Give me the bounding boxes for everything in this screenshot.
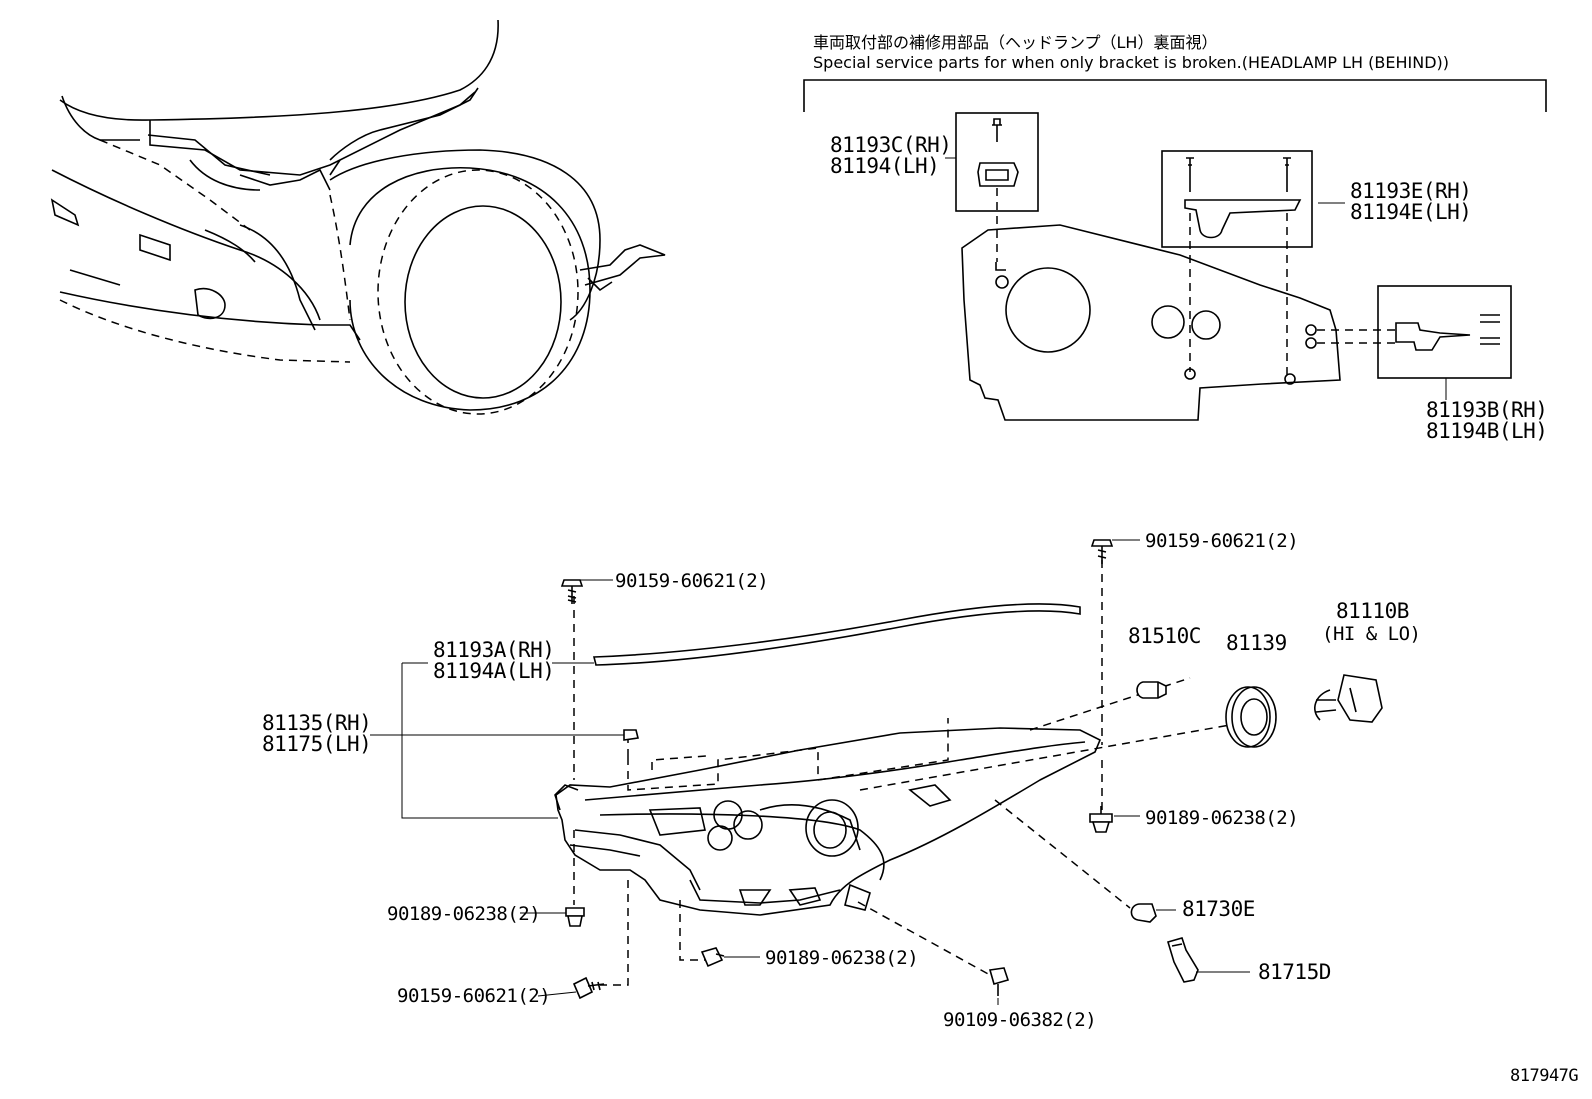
bulb-81715d-icon	[1167, 937, 1199, 983]
bulb-81730e-icon	[1130, 903, 1157, 923]
part-label-81110b-sub: (HI & LO)	[1322, 623, 1421, 645]
part-label-screw-bottom-left: 90159-60621(2)	[397, 985, 551, 1007]
bulb-81510c-icon	[1136, 681, 1167, 699]
screw-fastener-icon	[1090, 539, 1114, 564]
screw-fastener-icon	[572, 976, 605, 1000]
part-label-81730e: 81730E	[1182, 897, 1255, 921]
part-label-81193a-group: 81193A(RH) 81194A(LH)	[433, 638, 555, 683]
vehicle-front-corner-illustration	[50, 19, 666, 415]
screw-fastener-icon	[560, 579, 584, 604]
part-label-81194a-lh: 81194A(LH)	[433, 659, 555, 683]
part-label-81135-group: 81135(RH) 81175(LH)	[262, 711, 372, 756]
part-label-81194-lh: 81194(LH)	[830, 154, 940, 178]
part-label-81135-rh: 81135(RH)	[262, 711, 372, 735]
part-label-81193b-group: 81193B(RH) 81194B(LH)	[1426, 398, 1548, 443]
part-label-81194b-lh: 81194B(LH)	[1426, 419, 1548, 443]
seal-81139-icon	[1225, 686, 1277, 748]
header-english-caption: Special service parts for when only brac…	[813, 53, 1450, 72]
part-label-screw-top-right: 90159-60621(2)	[1145, 530, 1299, 552]
bulb-81110b-icon	[1314, 674, 1383, 723]
part-label-81715d: 81715D	[1258, 960, 1331, 984]
part-label-clip-left: 90189-06238(2)	[387, 903, 541, 925]
part-label-81193e-group: 81193E(RH) 81194E(LH)	[1350, 179, 1472, 224]
bracket-service-parts-region	[803, 79, 1547, 421]
part-label-clip-bottom: 90189-06238(2)	[765, 947, 919, 969]
part-label-81193c-rh: 81193C(RH)	[830, 133, 952, 157]
clip-fastener-icon	[700, 947, 725, 968]
part-label-screw-top-left: 90159-60621(2)	[615, 570, 769, 592]
part-label-81175-lh: 81175(LH)	[262, 732, 372, 756]
clip-fastener-icon	[565, 907, 585, 927]
clip-fastener-icon	[1089, 806, 1113, 833]
part-label-clip-right: 90189-06238(2)	[1145, 807, 1299, 829]
headlamp-assembly-illustration	[370, 539, 1383, 1005]
part-label-81193c-group: 81193C(RH) 81194(LH)	[830, 133, 952, 178]
part-label-81193b-rh: 81193B(RH)	[1426, 398, 1548, 422]
part-label-81193e-rh: 81193E(RH)	[1350, 179, 1472, 203]
header-japanese-caption: 車両取付部の補修用部品（ヘッドランプ（LH）裏面視）	[813, 33, 1218, 52]
part-label-81194e-lh: 81194E(LH)	[1350, 200, 1472, 224]
part-label-81193a-rh: 81193A(RH)	[433, 638, 555, 662]
diagram-id: 817947G	[1510, 1066, 1579, 1086]
part-label-bolt-bottom: 90109-06382(2)	[943, 1009, 1097, 1031]
bolt-fastener-icon	[988, 967, 1010, 996]
part-label-81110b: 81110B	[1336, 599, 1409, 623]
part-label-81139: 81139	[1226, 631, 1287, 655]
part-label-81510c: 81510C	[1128, 624, 1201, 648]
